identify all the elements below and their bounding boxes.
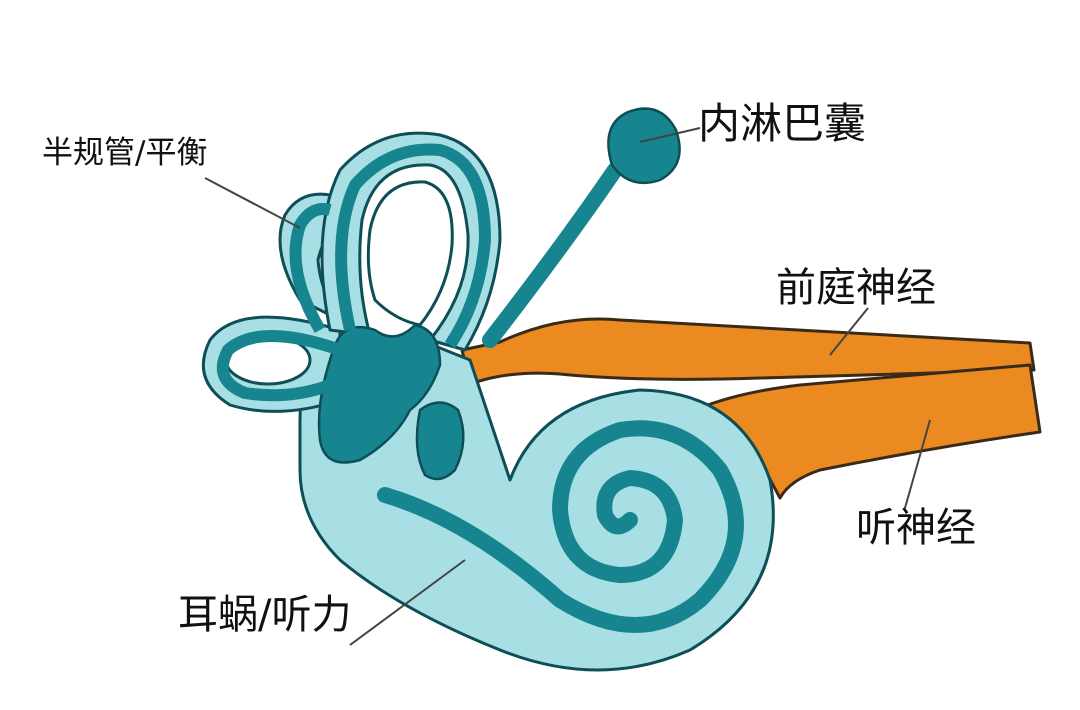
- saccule-shape: [415, 401, 465, 481]
- membranous-labyrinth: [216, 107, 744, 633]
- lateral-canal-duct: [216, 330, 342, 402]
- semicircular-canals-label: 半规管/平衡: [42, 135, 208, 171]
- cochlea-label: 耳蜗/听力: [178, 592, 352, 638]
- leader-lines: [204, 127, 931, 646]
- cochlear-duct: [377, 420, 744, 633]
- superior-canal-lumen: [366, 180, 454, 327]
- vestibular-nerve-label: 前庭神经: [776, 265, 936, 311]
- endolymphatic-sac-shape: [607, 107, 681, 185]
- posterior-canal-duct: [289, 203, 332, 334]
- vestibular-nerve-shape: [460, 317, 1036, 386]
- superior-canal-duct: [335, 143, 491, 349]
- superior-canal-outer: [320, 131, 502, 352]
- endolymphatic-sac-label: 内淋巴囊: [698, 99, 867, 148]
- leader-auditory: [904, 419, 931, 509]
- leader-semicircular: [204, 177, 301, 229]
- leader-endolymphatic: [639, 127, 701, 143]
- utricle-shape: [317, 323, 442, 464]
- auditory-nerve-label: 听神经: [856, 505, 976, 551]
- nerve-group: [460, 317, 1042, 500]
- leader-vestibular: [829, 307, 869, 356]
- endolymphatic-duct: [482, 162, 623, 348]
- leader-cochlea: [349, 559, 466, 646]
